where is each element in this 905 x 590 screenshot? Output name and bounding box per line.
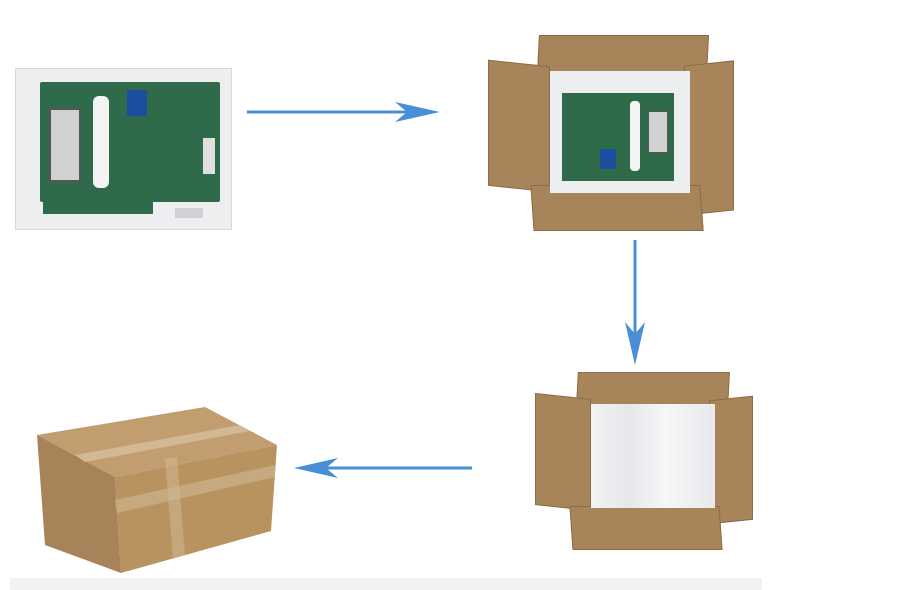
- transformer: [127, 90, 147, 116]
- step-2-open-box-photo: [488, 35, 736, 233]
- foam-cover: [591, 404, 715, 508]
- step-1-board-in-foam-photo: [15, 68, 232, 230]
- arrow-down-icon: [625, 240, 645, 365]
- capacitor-column: [630, 101, 640, 171]
- step-4-sealed-box-photo: [37, 407, 277, 573]
- connector-block: [203, 138, 215, 174]
- step-3-foam-cover-box-photo: [533, 372, 753, 552]
- arrow-right-icon: [247, 102, 440, 122]
- box-flap-bottom: [569, 506, 723, 550]
- box-flap-top: [576, 372, 730, 406]
- heatsink: [648, 111, 668, 153]
- foam-slot: [175, 208, 203, 218]
- capacitor-column: [93, 96, 109, 188]
- arrow-left-icon: [294, 458, 472, 478]
- box-flap-left: [535, 393, 591, 511]
- transformer: [600, 149, 616, 169]
- heatsink: [49, 108, 81, 182]
- spare-board: [43, 202, 153, 214]
- bottom-strip: [10, 578, 762, 590]
- box-flap-left: [488, 59, 550, 193]
